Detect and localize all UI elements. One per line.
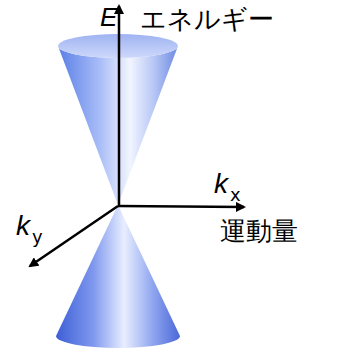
axis-symbol: E (100, 4, 117, 30)
axis-title: 運動量 (220, 218, 298, 244)
axis-symbol: k (214, 170, 228, 198)
lower-cone (56, 205, 180, 348)
axis-subscript: x (230, 186, 241, 204)
axis-title: エネルギー (140, 6, 274, 32)
kx-axis (118, 206, 244, 207)
ky-axis (30, 206, 118, 266)
axis-symbol: k (16, 212, 30, 240)
energy-axis (118, 6, 121, 206)
axis-subscript: y (32, 228, 43, 246)
